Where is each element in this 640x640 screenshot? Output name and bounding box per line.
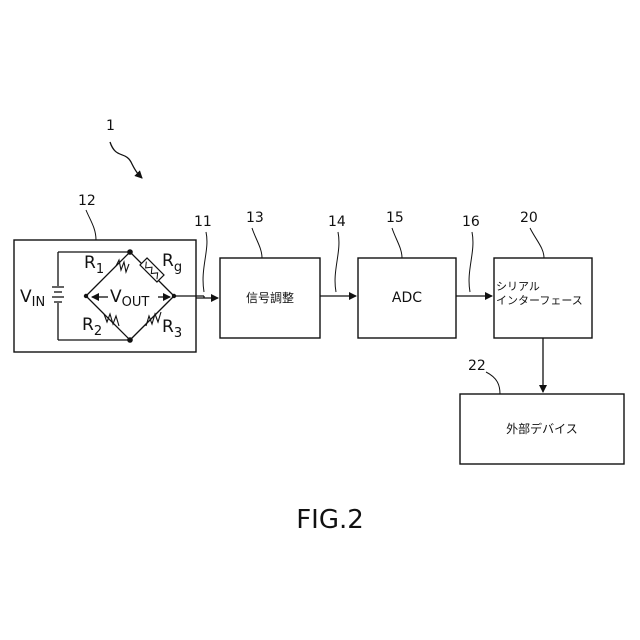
ref-line-16-leader (469, 232, 473, 292)
node-top (127, 249, 133, 255)
ref-system-leader (110, 142, 142, 178)
ref-line-14: 14 (328, 214, 346, 230)
ref-external-leader (486, 372, 500, 394)
external-device-label: 外部デバイス (506, 421, 578, 436)
ref-line-14-leader (335, 232, 339, 292)
ref-system: 1 (106, 118, 115, 134)
figure-caption: FIG.2 (296, 505, 364, 535)
node-bottom (127, 337, 133, 343)
ref-adc-leader (392, 228, 402, 258)
ref-signal-leader (252, 228, 262, 258)
node-right (172, 294, 176, 298)
ref-line-11-leader (203, 232, 207, 292)
ref-signal: 13 (246, 210, 264, 226)
ref-line-11: 11 (194, 214, 212, 230)
ref-bridge-leader (86, 210, 96, 240)
ref-bridge: 12 (78, 193, 96, 209)
serial-interface-label-1: シリアル (496, 280, 540, 293)
ref-external: 22 (468, 358, 486, 374)
adc-label: ADC (392, 290, 422, 306)
ref-adc: 15 (386, 210, 404, 226)
node-left (84, 294, 88, 298)
ref-serial-leader (530, 228, 544, 258)
ref-serial: 20 (520, 210, 538, 226)
serial-interface-label-2: インターフェース (496, 294, 583, 307)
signal-conditioning-label: 信号調整 (246, 290, 294, 305)
ref-line-16: 16 (462, 214, 480, 230)
